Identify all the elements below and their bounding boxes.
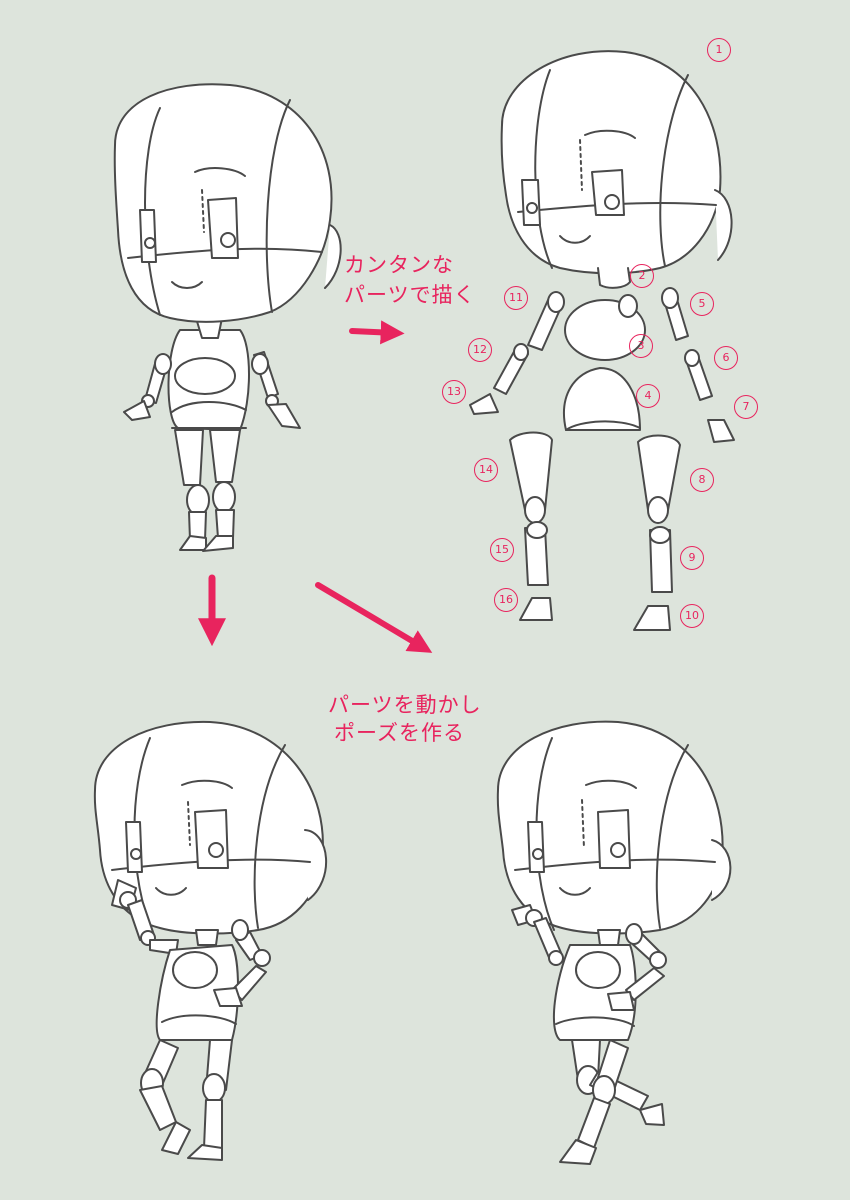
figure-pose-b xyxy=(496,720,732,1165)
arrow-diagonal-icon xyxy=(315,582,433,653)
annotation-easy-parts-line2: パーツで描く xyxy=(344,283,476,307)
part-label: 13 xyxy=(442,380,466,404)
part-label: 11 xyxy=(504,286,528,310)
annotation-pose-line1: パーツを動かし xyxy=(328,693,482,717)
part-label: 12 xyxy=(468,338,492,362)
part-label: 3 xyxy=(629,334,653,358)
part-label: 2 xyxy=(630,264,654,288)
part-label: 4 xyxy=(636,384,660,408)
arrow-right-icon xyxy=(349,320,405,345)
part-label: 15 xyxy=(490,538,514,562)
part-label: 6 xyxy=(714,346,738,370)
annotation-pose-line2: ポーズを作る xyxy=(334,721,465,745)
part-label: 9 xyxy=(680,546,704,570)
figure-pose-a xyxy=(93,720,328,1161)
part-label: 14 xyxy=(474,458,498,482)
part-label: 1 xyxy=(707,38,731,62)
figure-standing xyxy=(113,83,342,552)
part-label: 16 xyxy=(494,588,518,612)
part-label: 7 xyxy=(734,395,758,419)
part-label: 8 xyxy=(690,468,714,492)
part-label: 5 xyxy=(690,292,714,316)
figure-parts xyxy=(469,50,735,631)
annotation-easy-parts-line1: カンタンな xyxy=(344,253,454,277)
part-label: 10 xyxy=(680,604,704,628)
